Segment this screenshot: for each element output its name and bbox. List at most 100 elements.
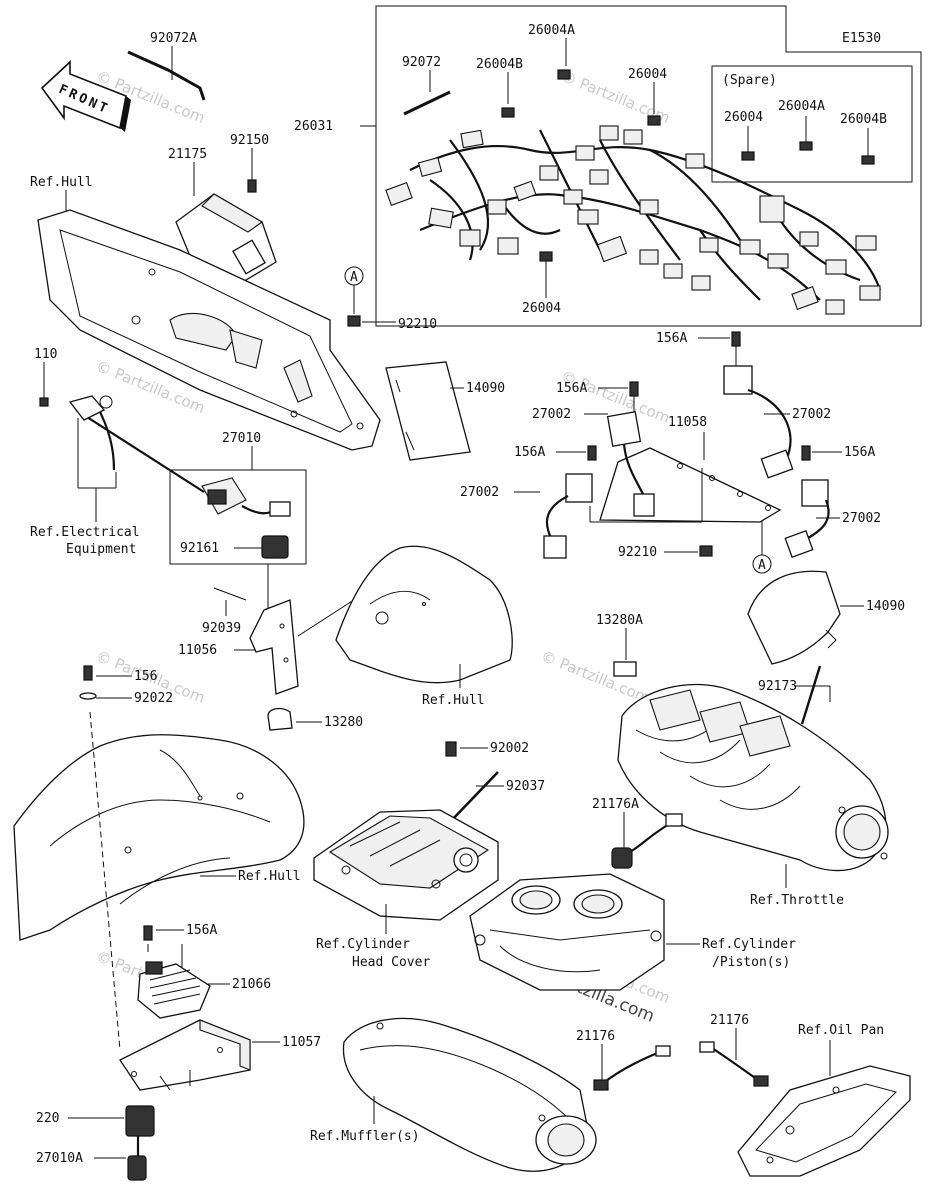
callout-92161: 92161 [180, 541, 219, 556]
callout-ref-hull-1: Ref.Hull [30, 175, 93, 190]
callout-92037: 92037 [506, 779, 545, 794]
lower-left-hull-group: 156 92022 Ref.Hull [13, 665, 305, 1051]
left-top-group: 92072A 21175 92150 Ref.Hull A [30, 31, 437, 451]
callout-27010: 27010 [222, 431, 261, 446]
callout-14090-a: 14090 [466, 381, 505, 396]
front-arrow-icon: FRONT [40, 60, 131, 132]
callout-92039: 92039 [202, 621, 241, 636]
ref-a-circle-1: A [350, 270, 358, 285]
callout-ref-electrical-1: Ref.Electrical [30, 525, 140, 540]
callout-156a-2: 156A [556, 381, 587, 396]
callout-156a-4: 156A [844, 445, 875, 460]
muffler [342, 1017, 597, 1172]
clamp-13280 [267, 707, 293, 731]
main-wiring-harness [385, 69, 882, 315]
callout-26004-top: 26004 [628, 67, 667, 82]
callout-92072a: 92072A [150, 31, 197, 46]
callout-14090-b: 14090 [866, 599, 905, 614]
callout-156: 156 [134, 669, 157, 684]
callout-92072: 92072 [402, 55, 441, 70]
callout-21175: 21175 [168, 147, 207, 162]
hull-panel [37, 209, 381, 451]
harness-group: (Spare) 26004 26004A 26004B 92072 26004A… [294, 5, 922, 327]
callout-26031: 26031 [294, 119, 333, 134]
sensor-21176-b [699, 1041, 769, 1087]
sensor-27002-a [606, 411, 655, 517]
callout-26004b: 26004B [476, 57, 523, 72]
cylinder-block-group: 21176A Ref.Cylinder /Piston(s) [469, 797, 796, 991]
callout-ref-hull-3: Ref.Hull [238, 869, 301, 884]
callout-92022: 92022 [134, 691, 173, 706]
ref-a-circle-2: A [758, 558, 766, 573]
spare-part-26004a: 26004A [778, 99, 825, 114]
sensor-21176a [611, 813, 683, 869]
callout-11057: 11057 [282, 1035, 321, 1050]
watermark: © Partzilla.com [539, 647, 653, 707]
regulator-21066 [137, 961, 211, 1019]
callout-27002-c: 27002 [460, 485, 499, 500]
spare-part-26004b: 26004B [840, 112, 887, 127]
callout-ref-muffler: Ref.Muffler(s) [310, 1129, 420, 1144]
callout-27002-d: 27002 [842, 511, 881, 526]
callout-27002-a: 27002 [532, 407, 571, 422]
callout-ref-electrical-2: Equipment [66, 542, 136, 557]
bracket-11057 [119, 1019, 251, 1091]
hull-section-3 [13, 734, 305, 941]
callout-92210-b: 92210 [618, 545, 657, 560]
callout-21176a-sensor: 21176A [592, 797, 639, 812]
callout-13280: 13280 [324, 715, 363, 730]
diagram-code: E1530 [842, 31, 881, 46]
sensor-27002-d [784, 479, 830, 558]
bracket-11056 [249, 599, 299, 695]
callout-11056: 11056 [178, 643, 217, 658]
left-lower-mid-group: 92039 11056 Ref.Hull 13280 [178, 545, 513, 731]
callout-92150: 92150 [230, 133, 269, 148]
callout-13280a: 13280A [596, 613, 643, 628]
sensor-27002-b [723, 365, 794, 479]
throttle-group: 14090 13280A 92173 Ref.Throttle [596, 570, 905, 908]
callout-92173: 92173 [758, 679, 797, 694]
callout-ref-cyl-piston-1: Ref.Cylinder [702, 937, 796, 952]
callout-27010a: 27010A [36, 1151, 83, 1166]
callout-156a-1: 156A [656, 331, 687, 346]
mid-sensor-group: 14090 156A 156A 27002 11058 27002 156A 1… [385, 331, 881, 574]
spare-clip-26004 [741, 151, 755, 161]
callout-21176-a: 21176 [576, 1029, 615, 1044]
relay-27010a [125, 1105, 155, 1181]
cylinder-head-cover [313, 809, 499, 921]
callout-11058: 11058 [668, 415, 707, 430]
callout-110: 110 [34, 347, 57, 362]
callout-27002-b: 27002 [792, 407, 831, 422]
harness-box [375, 5, 922, 327]
oil-pan [737, 1065, 911, 1177]
callout-21176-b: 21176 [710, 1013, 749, 1028]
callout-26004a: 26004A [528, 23, 575, 38]
callout-ref-oil-pan: Ref.Oil Pan [798, 1023, 884, 1038]
sensor-27002-c [543, 473, 593, 559]
relay-harness-27010 [68, 395, 291, 517]
callout-26004-bottom: 26004 [522, 301, 561, 316]
cable-tie-92072a [127, 50, 206, 101]
regulator-group: 156A 21066 11057 220 27010A [36, 923, 321, 1181]
callout-ref-cyl-head-2: Head Cover [352, 955, 430, 970]
muffler-group: Ref.Muffler(s) 21176 21176 Ref.Oil Pan [310, 1013, 911, 1177]
spare-box [711, 65, 913, 183]
intake-throttle [617, 683, 889, 872]
callout-156a-5: 156A [186, 923, 217, 938]
sticker-14090-b [747, 570, 841, 665]
callout-ref-cyl-piston-2: /Piston(s) [712, 955, 790, 970]
sticker-14090-a [385, 361, 471, 461]
callout-21066: 21066 [232, 977, 271, 992]
callout-ref-hull-2: Ref.Hull [422, 693, 485, 708]
callout-92210-a: 92210 [398, 317, 437, 332]
sensor-21176-a [593, 1045, 671, 1091]
callout-ref-throttle: Ref.Throttle [750, 893, 844, 908]
cylinder-piston-block [469, 873, 665, 991]
rubber-92161 [261, 535, 289, 559]
callout-ref-cyl-head-1: Ref.Cylinder [316, 937, 410, 952]
spare-part-26004: 26004 [724, 110, 763, 125]
spare-clip-26004b [861, 155, 875, 165]
spare-clip-26004a [799, 141, 813, 151]
hull-section-2 [335, 545, 513, 684]
